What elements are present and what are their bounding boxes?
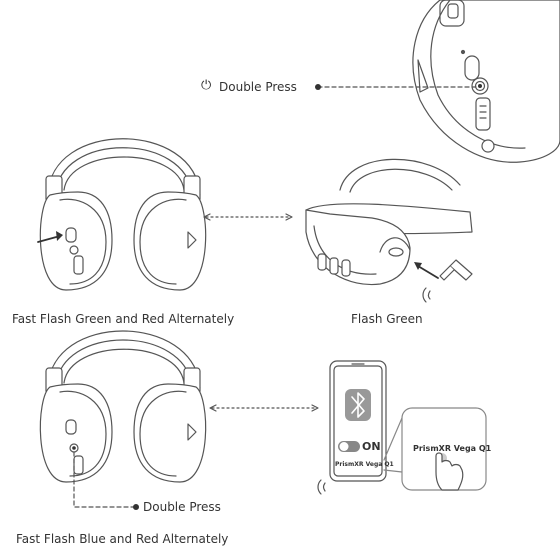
bottom-double-press-label: Double Press bbox=[143, 500, 221, 514]
top-press-leader bbox=[315, 84, 477, 90]
finger-icon bbox=[435, 452, 464, 491]
pairing-link bbox=[203, 213, 293, 221]
signal-waves bbox=[317, 479, 326, 495]
headset-pairing-caption: Flash Green bbox=[351, 312, 423, 326]
bluetooth-link bbox=[209, 404, 319, 412]
earcup-closeup bbox=[412, 0, 560, 163]
top-double-press-label: Double Press bbox=[219, 80, 297, 94]
zoom-callout bbox=[383, 407, 487, 491]
bluetooth-toggle-label: ON bbox=[362, 440, 381, 453]
headphones-middle bbox=[37, 138, 207, 291]
phone-device-name: PrismXR Vega Q1 bbox=[335, 461, 394, 468]
bluetooth-icon bbox=[351, 392, 365, 418]
bluetooth-pairing-caption: Fast Flash Blue and Red Alternately bbox=[16, 532, 229, 546]
headphones-pairing-caption: Fast Flash Green and Red Alternately bbox=[12, 312, 235, 326]
headphones-bottom bbox=[39, 330, 207, 483]
bottom-press-leader bbox=[73, 451, 139, 510]
smartphone bbox=[329, 360, 387, 482]
power-symbol: ⏻ bbox=[201, 78, 212, 93]
zoom-device-name: PrismXR Vega Q1 bbox=[413, 444, 492, 453]
vr-headset bbox=[305, 158, 473, 303]
